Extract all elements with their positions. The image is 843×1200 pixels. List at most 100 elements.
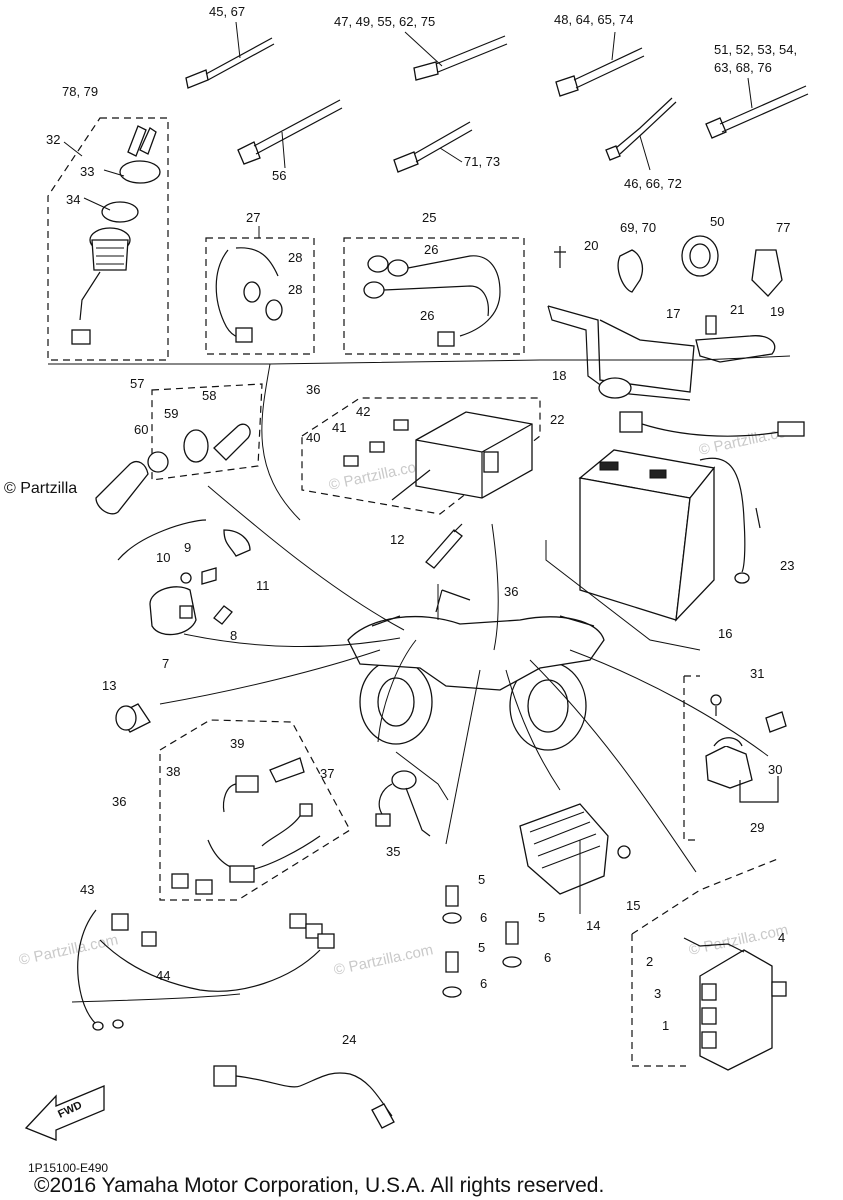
callout: 30	[768, 762, 782, 777]
callout: 16	[718, 626, 732, 641]
callout: 36	[504, 584, 518, 599]
callout: 60	[134, 422, 148, 437]
atv-illustration	[347, 589, 605, 751]
callout: 33	[80, 164, 94, 179]
callout: 23	[780, 558, 794, 573]
sensor-13	[115, 703, 151, 733]
part-57-group	[95, 383, 263, 515]
callout: 63, 68, 76	[714, 60, 772, 75]
callout: 7	[162, 656, 169, 671]
callout: 11	[256, 578, 270, 593]
callout: 44	[156, 968, 170, 983]
watermark-text: © Partzilla.com	[17, 931, 119, 969]
relay-29-group	[683, 675, 787, 841]
callout: 9	[184, 540, 191, 555]
callout: 6	[544, 950, 551, 965]
watermark-text: © Partzilla.com	[332, 941, 434, 979]
callout: 13	[102, 678, 116, 693]
callout: 28	[288, 250, 302, 265]
callout: 4	[778, 930, 785, 945]
callout: 35	[386, 844, 400, 859]
callout: 8	[230, 628, 237, 643]
callout: 24	[342, 1032, 356, 1047]
callout: 45, 67	[209, 4, 245, 19]
callout: 38	[166, 764, 180, 779]
callout: 5	[538, 910, 545, 925]
callout: 32	[46, 132, 60, 147]
copyright-notice: ©2016 Yamaha Motor Corporation, U.S.A. A…	[34, 1174, 604, 1197]
wire-harness-43-44	[77, 909, 335, 1031]
cable-tie-56	[237, 99, 343, 169]
callout: 56	[272, 168, 286, 183]
cable-tie-71-73	[393, 121, 473, 173]
callout: 26	[424, 242, 438, 257]
cable-tie-46-66	[605, 97, 677, 171]
callout: 42	[356, 404, 370, 419]
callout: 36	[112, 794, 126, 809]
callout: 31	[750, 666, 764, 681]
callout: 18	[552, 368, 566, 383]
callout: 3	[654, 986, 661, 1001]
cable-tie-45-67	[185, 21, 275, 89]
callout: 37	[320, 766, 334, 781]
callout: 50	[710, 214, 724, 229]
callout: 57	[130, 376, 144, 391]
callout: 39	[230, 736, 244, 751]
starter-relay-group	[117, 519, 251, 636]
callout: 15	[626, 898, 640, 913]
callout: 14	[586, 918, 600, 933]
callout: 77	[776, 220, 790, 235]
watermark-text: © Partzilla.com	[327, 456, 429, 494]
callout: 28	[288, 282, 302, 297]
callout: 6	[480, 910, 487, 925]
part-27-group	[205, 226, 315, 355]
switch-35	[375, 770, 431, 837]
cable-tie-47-49	[404, 31, 508, 81]
callout-labels: 45, 67 47, 49, 55, 62, 75 48, 64, 65, 74…	[46, 4, 797, 1047]
callout: 25	[422, 210, 436, 225]
callout: 5	[478, 872, 485, 887]
callout: 19	[770, 304, 784, 319]
main-switch-group	[47, 117, 169, 361]
callout: 10	[156, 550, 170, 565]
battery-bracket-group	[547, 235, 783, 401]
callout: 58	[202, 388, 216, 403]
callout: 47, 49, 55, 62, 75	[334, 14, 435, 29]
callout: 12	[390, 532, 404, 547]
battery-group	[578, 411, 805, 622]
callout: 46, 66, 72	[624, 176, 682, 191]
callout: 69, 70	[620, 220, 656, 235]
cable-tie-48-64	[555, 31, 645, 97]
brand-watermark: © Partzilla	[4, 480, 77, 497]
fwd-arrow-icon: FWD	[24, 1085, 105, 1141]
callout: 78, 79	[62, 84, 98, 99]
callout: 36	[306, 382, 320, 397]
callout: 40	[306, 430, 320, 445]
sub-harness-group	[159, 719, 351, 901]
callout: 27	[246, 210, 260, 225]
callout: 34	[66, 192, 80, 207]
diagram-code: 1P15100-E490	[28, 1161, 108, 1175]
callout: 2	[646, 954, 653, 969]
cable-tie-51-52	[705, 77, 809, 139]
callout: 59	[164, 406, 178, 421]
callout: 21	[730, 302, 744, 317]
callout: 1	[662, 1018, 669, 1033]
connector-lines	[48, 355, 791, 1003]
fuse-box-group	[301, 397, 541, 515]
callout: 22	[550, 412, 564, 427]
ecu-1-group	[631, 857, 787, 1071]
callout: 6	[480, 976, 487, 991]
callout: 51, 52, 53, 54,	[714, 42, 797, 57]
regulator-14	[519, 803, 631, 895]
callout: 29	[750, 820, 764, 835]
callout: 5	[478, 940, 485, 955]
lead-24	[213, 1065, 395, 1129]
callout: 71, 73	[464, 154, 500, 169]
callout: 26	[420, 308, 434, 323]
callout: 48, 64, 65, 74	[554, 12, 634, 27]
callout: 43	[80, 882, 94, 897]
callout: 41	[332, 420, 346, 435]
